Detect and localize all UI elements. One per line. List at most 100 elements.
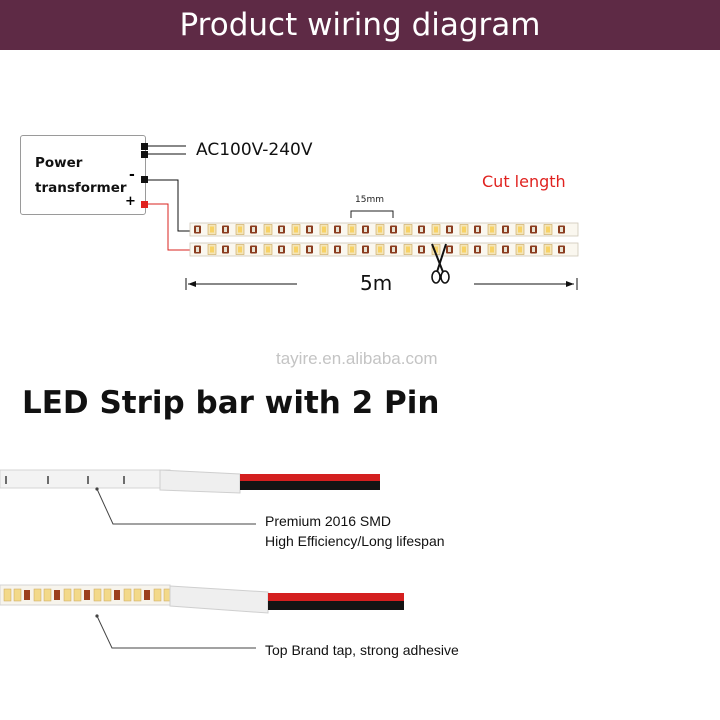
resistor-center: [308, 247, 311, 252]
negative-wire: [148, 179, 192, 232]
photo-led: [133, 588, 142, 602]
led-phosphor: [266, 246, 270, 253]
photo-led: [123, 588, 132, 602]
resistor-center: [504, 247, 507, 252]
led-phosphor: [434, 226, 438, 233]
resistor-center: [532, 247, 535, 252]
led-phosphor: [238, 226, 242, 233]
led-phosphor: [518, 246, 522, 253]
watermark: tayire.en.alibaba.com: [276, 349, 438, 368]
plus-terminal-label: +: [125, 194, 136, 209]
led-phosphor: [490, 226, 494, 233]
resistor-center: [364, 247, 367, 252]
resistor-center: [252, 227, 255, 232]
led-phosphor: [378, 226, 382, 233]
photo-led: [13, 588, 22, 602]
resistor-center: [392, 247, 395, 252]
segment-bracket: [350, 210, 394, 218]
led-phosphor: [210, 246, 214, 253]
photo-resistor: [54, 590, 60, 600]
photo-resistor: [144, 590, 150, 600]
minus-terminal-label: -: [129, 167, 135, 183]
led-phosphor: [462, 226, 466, 233]
led-strip-bottom: [189, 242, 579, 257]
callout-line-1: [96, 488, 256, 525]
page-header: Product wiring diagram: [0, 0, 720, 50]
photo-led: [43, 588, 52, 602]
strip-photo-2: [0, 584, 404, 614]
led-phosphor: [434, 246, 438, 253]
power-transformer-line1: Power: [35, 155, 83, 171]
photo-led: [63, 588, 72, 602]
resistor-center: [280, 247, 283, 252]
strip-length-label: 5m: [360, 271, 393, 295]
led-phosphor: [294, 246, 298, 253]
resistor-center: [224, 247, 227, 252]
resistor-center: [336, 247, 339, 252]
resistor-center: [392, 227, 395, 232]
callout-1-text: Premium 2016 SMD High Efficiency/Long li…: [265, 511, 445, 551]
resistor-center: [504, 227, 507, 232]
resistor-center: [280, 227, 283, 232]
photo-led: [73, 588, 82, 602]
led-strip-top: [189, 222, 579, 237]
resistor-center: [560, 227, 563, 232]
resistor-center: [196, 227, 199, 232]
photo-resistor: [24, 590, 30, 600]
resistor-center: [252, 247, 255, 252]
led-phosphor: [350, 246, 354, 253]
resistor-center: [448, 227, 451, 232]
led-phosphor: [322, 246, 326, 253]
led-phosphor: [294, 226, 298, 233]
callout-1-line1: Premium 2016 SMD: [265, 513, 392, 529]
resistor-center: [560, 247, 563, 252]
callout-1-line2: High Efficiency/Long lifespan: [265, 533, 445, 549]
plus-terminal: [141, 201, 148, 208]
resistor-center: [532, 227, 535, 232]
resistor-center: [448, 247, 451, 252]
led-phosphor: [378, 246, 382, 253]
led-phosphor: [406, 226, 410, 233]
photo-resistor: [84, 590, 90, 600]
resistor-center: [308, 227, 311, 232]
photo-led: [103, 588, 112, 602]
led-phosphor: [490, 246, 494, 253]
cut-length-label: Cut length: [482, 172, 566, 191]
led-phosphor: [546, 246, 550, 253]
strip-photo-1: [0, 469, 380, 494]
led-phosphor: [210, 226, 214, 233]
led-phosphor: [350, 226, 354, 233]
segment-length-label: 15mm: [355, 195, 384, 205]
led-phosphor: [546, 226, 550, 233]
photo-led: [3, 588, 12, 602]
photo-led: [33, 588, 42, 602]
ac-terminal-2: [141, 151, 148, 158]
callout-2-text: Top Brand tap, strong adhesive: [265, 640, 459, 660]
resistor-center: [364, 227, 367, 232]
power-transformer-line2: transformer: [35, 180, 127, 196]
section-title: LED Strip bar with 2 Pin: [22, 385, 440, 421]
resistor-center: [336, 227, 339, 232]
positive-wire: [148, 203, 192, 251]
led-phosphor: [322, 226, 326, 233]
power-transformer-label: Power transformer: [35, 151, 127, 201]
resistor-center: [196, 247, 199, 252]
led-phosphor: [266, 226, 270, 233]
led-phosphor: [238, 246, 242, 253]
photo-led: [93, 588, 102, 602]
resistor-center: [420, 227, 423, 232]
minus-terminal: [141, 176, 148, 183]
scissors-icon: [431, 243, 450, 284]
photo-resistor: [114, 590, 120, 600]
photo-led: [153, 588, 162, 602]
resistor-center: [476, 227, 479, 232]
ac-input-label: AC100V-240V: [196, 140, 313, 160]
callout-2-line1: Top Brand tap, strong adhesive: [265, 642, 459, 658]
ac-terminal-1: [141, 143, 148, 150]
led-phosphor: [518, 226, 522, 233]
callout-line-2: [96, 615, 256, 649]
resistor-center: [224, 227, 227, 232]
resistor-center: [476, 247, 479, 252]
resistor-center: [420, 247, 423, 252]
